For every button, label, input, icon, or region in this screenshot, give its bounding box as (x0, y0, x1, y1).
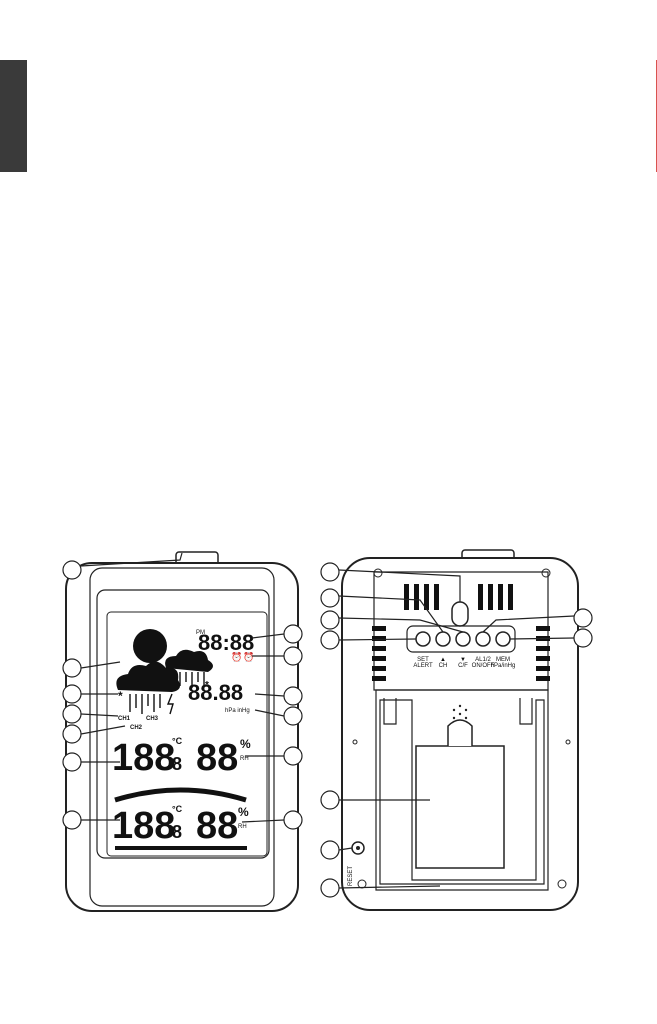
back-view: SET ALERT ▲ CH ▼ C/F AL1/2 ON/OFF MEM hP… (321, 550, 592, 910)
button-label-bottom: hPa/inHg (491, 663, 516, 669)
outdoor-hum-label: RH (240, 756, 249, 762)
indoor-hum-label: RH (238, 824, 247, 830)
channel-3-label: CH3 (146, 716, 159, 722)
indoor-temp-display: 188 (112, 805, 175, 847)
battery-cover[interactable] (416, 746, 504, 868)
mem-unit-button[interactable] (496, 632, 510, 646)
indoor-temp-unit: °C (172, 804, 183, 814)
indoor-hum-display: 88 (196, 805, 238, 847)
outdoor-temp-display: 188 (112, 737, 175, 779)
snow-icon: * (118, 689, 123, 703)
barometer-units: hPa inHg (225, 708, 250, 714)
channel-2-label: CH2 (130, 725, 143, 731)
channel-1-label: CH1 (118, 716, 131, 722)
button-label-bottom: CH (439, 663, 448, 669)
set-alert-button[interactable] (416, 632, 430, 646)
alarm-toggle-button[interactable] (476, 632, 490, 646)
wall-mount-hole (452, 602, 468, 626)
button-label-bottom: ALERT (413, 663, 433, 669)
up-ch-button[interactable] (436, 632, 450, 646)
outdoor-temp-decimal: 8 (172, 754, 182, 774)
outdoor-temp-unit: °C (172, 736, 183, 746)
reset-label: RESET (348, 866, 354, 886)
outdoor-hum-display: 88 (196, 737, 238, 779)
down-cf-button[interactable] (456, 632, 470, 646)
button-labels: SET ALERT ▲ CH ▼ C/F AL1/2 ON/OFF MEM hP… (413, 657, 515, 669)
outdoor-hum-unit: % (240, 737, 251, 751)
battery-cover-latch[interactable] (448, 720, 472, 746)
barometer-display: 88.88 (188, 680, 243, 705)
button-label-bottom: C/F (458, 663, 468, 669)
alarm-icon: ⏰ (231, 651, 242, 662)
front-view: * * PM 88:88 ⏰ ⏰ 88.88 hPa inHg CH1 CH3 … (63, 552, 302, 911)
indoor-hum-unit: % (238, 805, 249, 819)
display-bottom-bar (115, 846, 247, 850)
sun-icon (133, 629, 167, 663)
reset-button-dot (356, 846, 360, 850)
indoor-temp-decimal: 8 (172, 822, 182, 842)
